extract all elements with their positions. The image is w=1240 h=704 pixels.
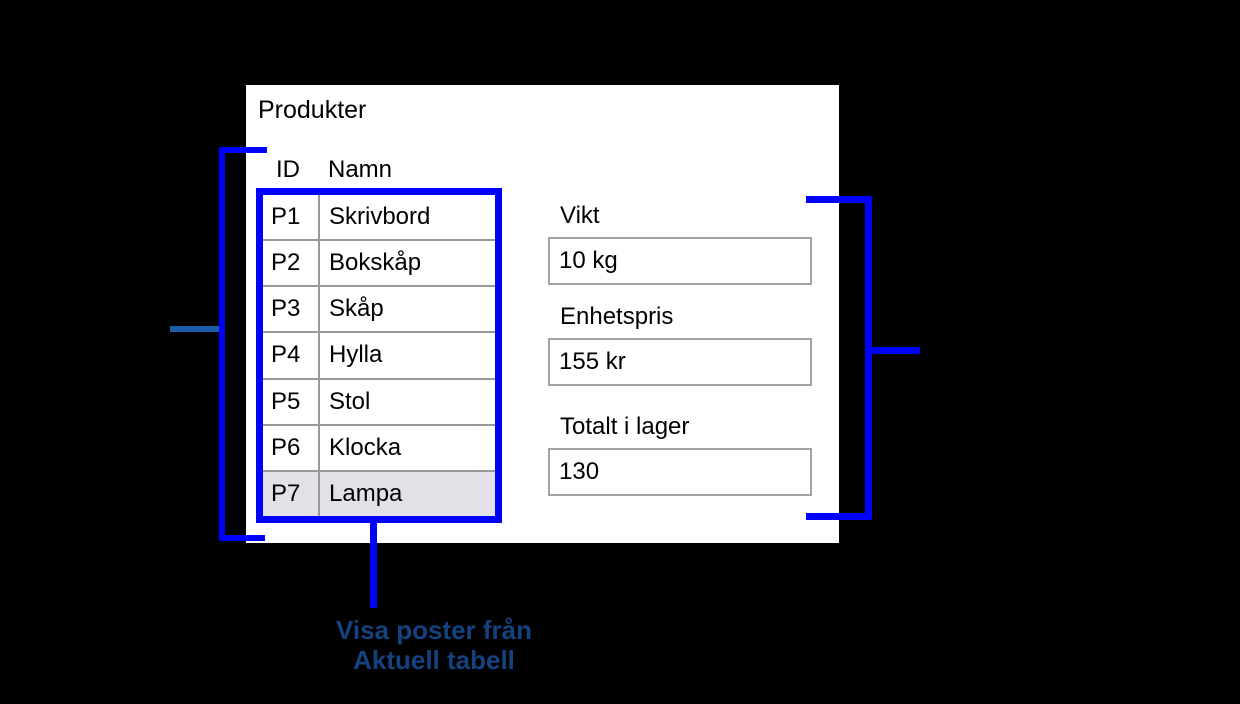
field-label: Vikt: [560, 202, 600, 229]
table-column-headers: ID Namn: [256, 157, 502, 183]
callout-text-line2: Aktuell tabell: [353, 645, 515, 675]
table-row[interactable]: P6 Klocka: [263, 423, 495, 470]
field-value-box[interactable]: 130: [548, 448, 812, 496]
cell-id: P5: [271, 387, 301, 415]
table-row[interactable]: P3 Skåp: [263, 285, 495, 332]
cell-name: Bokskåp: [318, 241, 495, 286]
right-pointer-dash: [872, 347, 920, 354]
table-row[interactable]: P5 Stol: [263, 377, 495, 424]
cell-id: P6: [271, 433, 301, 461]
field-label: Enhetspris: [560, 303, 674, 330]
records-table: P1 Skrivbord P2 Bokskåp P3 Skåp P4 Hylla…: [256, 188, 502, 523]
left-pointer-dash: [170, 326, 219, 332]
cell-id: P2: [271, 249, 301, 277]
cell-id: P7: [271, 479, 301, 507]
cell-name: Lampa: [318, 471, 495, 516]
right-bracket-vertical: [865, 196, 872, 520]
cell-name: Skrivbord: [318, 195, 495, 240]
table-row[interactable]: P1 Skrivbord: [263, 195, 495, 240]
field-vikt: Vikt 10 kg: [548, 202, 812, 285]
panel-title: Produkter: [258, 96, 367, 124]
field-value-box[interactable]: 155 kr: [548, 338, 812, 386]
field-value: 155 kr: [559, 348, 626, 375]
table-callout-line: [370, 523, 377, 608]
cell-id: P3: [271, 295, 301, 323]
field-totalt-i-lager: Totalt i lager 130: [548, 413, 812, 496]
table-row[interactable]: P2 Bokskåp: [263, 239, 495, 286]
field-label: Totalt i lager: [560, 413, 690, 440]
field-value: 10 kg: [559, 247, 618, 274]
cell-name: Stol: [318, 379, 495, 424]
column-header-id: ID: [276, 156, 300, 183]
left-bracket-bottom-arm: [219, 535, 265, 541]
table-row-selected[interactable]: P7 Lampa: [263, 469, 495, 516]
cell-id: P1: [271, 203, 301, 231]
callout-text-line1: Visa poster från: [335, 615, 533, 645]
field-value: 130: [559, 458, 600, 485]
column-header-namn: Namn: [328, 156, 393, 183]
cell-name: Klocka: [318, 425, 495, 470]
table-callout-text: Visa poster från Aktuell tabell: [318, 615, 550, 675]
right-bracket-bottom-arm: [806, 513, 872, 520]
field-value-box[interactable]: 10 kg: [548, 237, 812, 285]
cell-name: Skåp: [318, 287, 495, 332]
layout-panel: Produkter ID Namn P1 Skrivbord P2 Bokskå…: [246, 85, 839, 543]
cell-name: Hylla: [318, 333, 495, 378]
table-row[interactable]: P4 Hylla: [263, 331, 495, 378]
cell-id: P4: [271, 341, 301, 369]
right-bracket-top-arm: [806, 196, 872, 203]
left-bracket-vertical: [219, 147, 225, 541]
left-bracket-top-arm: [219, 147, 267, 153]
field-enhetspris: Enhetspris 155 kr: [548, 303, 812, 386]
